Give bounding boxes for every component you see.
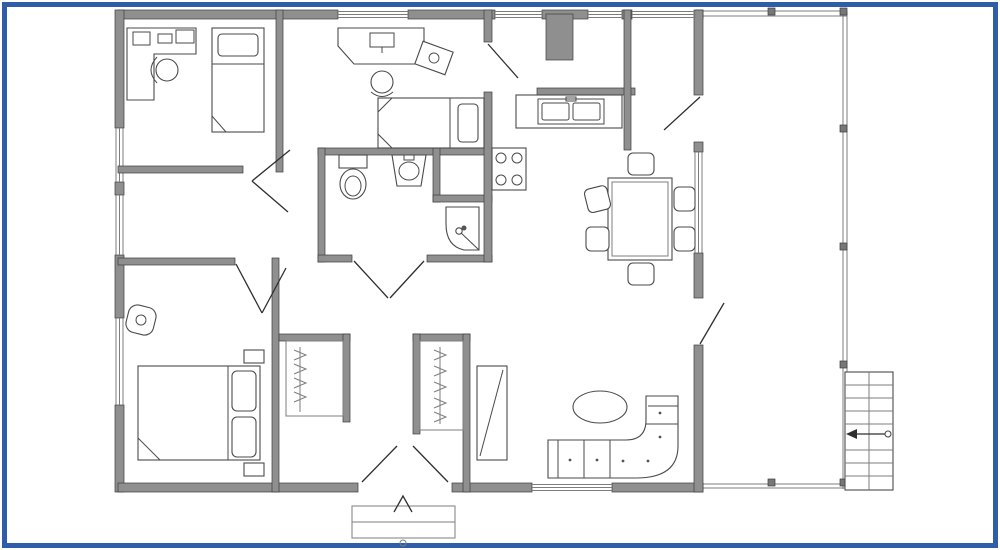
- porch-post: [839, 360, 848, 369]
- master-bedroom: [125, 304, 265, 477]
- dining-chair: [627, 152, 655, 176]
- office-single-bed: [211, 27, 265, 133]
- windows: [115, 11, 703, 491]
- window: [338, 11, 408, 18]
- window: [588, 11, 622, 18]
- kitchen: [491, 94, 623, 191]
- pillow: [231, 416, 257, 458]
- washbasin: [391, 154, 427, 187]
- office: [126, 27, 265, 133]
- window: [495, 11, 542, 18]
- monitor: [132, 31, 151, 46]
- child-single-bed: [377, 97, 485, 149]
- stove: [491, 147, 527, 191]
- nightstand: [243, 349, 265, 364]
- dining-chair: [673, 226, 696, 252]
- coffee-table: [572, 390, 628, 424]
- double-bed: [137, 365, 261, 461]
- window: [694, 152, 703, 253]
- stairs-arrow: [846, 429, 892, 439]
- toilet: [338, 154, 368, 200]
- window: [115, 318, 124, 405]
- wardrobe-1: [285, 340, 344, 417]
- veranda: [703, 7, 848, 489]
- wardrobe-2: [419, 340, 464, 431]
- armchair: [125, 304, 157, 336]
- pillow: [231, 370, 257, 412]
- window: [632, 11, 696, 18]
- shower-cabin: [445, 206, 480, 251]
- utility-shaft: [545, 13, 574, 61]
- corner-sofa: [547, 395, 679, 479]
- dining-area: [583, 152, 696, 286]
- window: [115, 128, 124, 182]
- dining-chair: [673, 186, 696, 212]
- doors: [235, 43, 725, 483]
- pillow: [217, 33, 259, 57]
- printer: [175, 29, 195, 44]
- bathroom: [338, 154, 480, 251]
- computer-desk: [337, 27, 425, 65]
- living-room: [476, 365, 679, 479]
- dining-chair: [585, 226, 610, 252]
- porch-post: [839, 242, 848, 251]
- desk-chair: [370, 70, 394, 97]
- nightstand: [243, 462, 265, 477]
- entry-arrow: [393, 494, 413, 513]
- porch-post: [767, 7, 776, 16]
- porch-post: [767, 478, 776, 487]
- window: [115, 195, 124, 255]
- dining-chair: [583, 185, 612, 214]
- stairs-arrow-circle: [884, 430, 892, 438]
- window: [532, 484, 612, 491]
- interior-walls: [117, 9, 636, 493]
- side-table: [414, 40, 454, 76]
- keyboard: [157, 33, 173, 44]
- office-desk: [126, 27, 197, 101]
- dining-table: [607, 177, 673, 261]
- exterior-stairs: [844, 371, 894, 491]
- tv-sideboard: [476, 365, 508, 461]
- office-chair: [150, 56, 179, 84]
- entrance: [351, 494, 456, 547]
- dining-chair: [627, 262, 655, 286]
- exterior-walls: [114, 9, 704, 493]
- children-bedroom: [337, 27, 485, 149]
- porch-post: [839, 124, 848, 133]
- kitchen-counter: [515, 94, 623, 129]
- porch-post: [839, 7, 848, 16]
- kitchen-sink: [537, 98, 605, 125]
- entry-landing-circle: [399, 539, 407, 547]
- pillow: [457, 103, 479, 143]
